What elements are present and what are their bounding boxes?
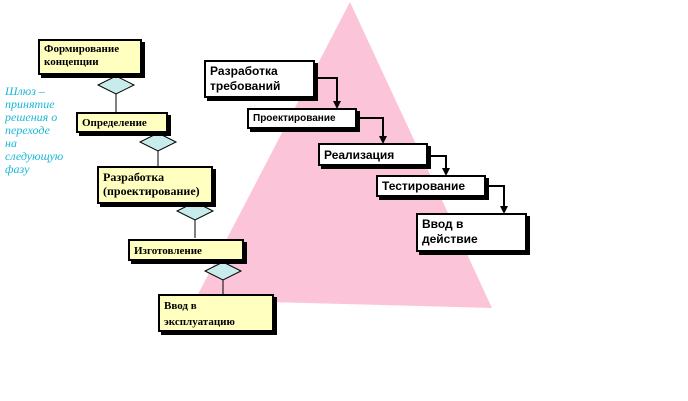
waterfall-arrow (428, 155, 450, 176)
step-label: Реализация (324, 148, 395, 162)
step-label: Разработка (210, 64, 278, 78)
phase-box-design: Разработка (проектирование) (97, 166, 213, 204)
note-line: переходе (5, 123, 50, 137)
phase-label: Ввод в (164, 300, 197, 312)
note-line: решения о (5, 110, 58, 124)
note-line: Шлюз – (5, 84, 45, 98)
step-label: действие (422, 232, 478, 246)
phase-box-manufacturing: Изготовление (128, 239, 244, 261)
step-label: Тестирование (382, 179, 466, 193)
phase-label: Разработка (103, 170, 165, 184)
waterfall-arrow (357, 117, 387, 144)
gate-note: Шлюз – принятие решения о переходе на сл… (5, 85, 75, 176)
gate-diamond (96, 75, 136, 95)
step-label: Ввод в (422, 217, 464, 231)
step-label: требований (210, 79, 281, 93)
waterfall-arrow (315, 77, 341, 109)
gate-diamond (138, 132, 178, 152)
waterfall-connectors (315, 77, 508, 214)
phase-label: концепции (44, 56, 99, 68)
phase-label: Формирование (44, 43, 120, 55)
waterfall-step-implementation: Реализация (318, 143, 428, 166)
phase-box-concept: Формирование концепции (38, 39, 142, 75)
gate-diamond (203, 261, 243, 281)
step-label: Проектирование (253, 113, 336, 124)
note-line: на (5, 136, 17, 150)
gate-diamond (175, 201, 215, 221)
waterfall-step-requirements: Разработка требований (204, 60, 315, 98)
waterfall-arrow (485, 185, 508, 214)
phase-label: (проектирование) (103, 184, 200, 198)
phase-box-definition: Определение (76, 112, 168, 133)
phase-label: Изготовление (134, 245, 202, 257)
note-line: следующую (5, 149, 64, 163)
waterfall-step-deployment: Ввод в действие (416, 213, 527, 252)
phase-box-operation: Ввод в эксплуатацию (158, 294, 274, 332)
waterfall-step-design: Проектирование (247, 108, 357, 129)
note-line: принятие (5, 97, 55, 111)
phase-label: Определение (82, 117, 147, 129)
phase-label: эксплуатацию (164, 316, 235, 328)
waterfall-step-testing: Тестирование (376, 175, 486, 197)
note-line: фазу (5, 162, 30, 176)
